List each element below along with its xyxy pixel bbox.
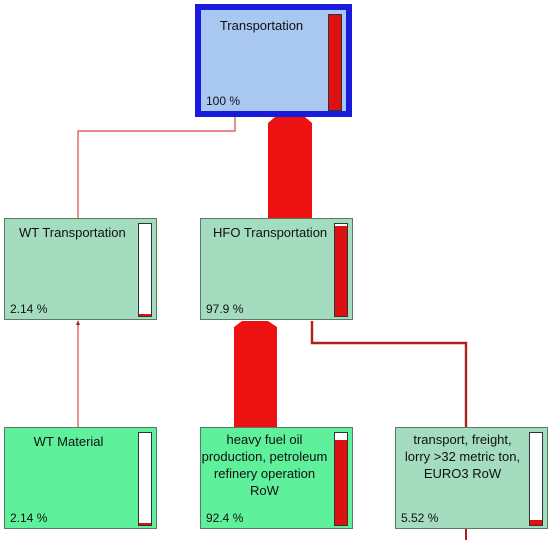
share-gauge-fill	[329, 15, 341, 110]
node-transport-freight-lorry[interactable]: transport, freight, lorry >32 metric ton…	[395, 427, 548, 529]
share-gauge-fill	[335, 225, 347, 316]
share-gauge	[334, 432, 348, 526]
node-transportation[interactable]: Transportation 100 %	[195, 4, 352, 117]
flow-freight-to-hfo[interactable]	[310, 321, 468, 428]
node-hfo-transportation[interactable]: HFO Transportation 97.9 %	[200, 218, 353, 320]
share-gauge-fill	[139, 523, 151, 525]
node-percent: 2.14 %	[10, 302, 48, 316]
node-percent: 100 %	[206, 94, 241, 108]
node-heavy-fuel-oil-production[interactable]: heavy fuel oil production, petroleum ref…	[200, 427, 353, 529]
share-gauge	[328, 14, 342, 111]
flow-hfo-to-transportation[interactable]	[268, 117, 312, 219]
arrow-head-wt	[76, 320, 80, 325]
node-label: WT Transportation	[19, 225, 126, 240]
share-gauge	[138, 432, 152, 526]
node-wt-transportation[interactable]: WT Transportation 2.14 %	[4, 218, 157, 320]
share-gauge-fill	[139, 314, 151, 316]
node-percent: 92.4 %	[206, 511, 244, 525]
node-percent: 5.52 %	[401, 511, 439, 525]
share-gauge-fill	[530, 519, 542, 525]
node-label: HFO Transportation	[213, 225, 328, 240]
node-label: transport, freight, lorry >32 metric ton…	[404, 432, 521, 481]
node-wt-material[interactable]: WT Material 2.14 %	[4, 427, 157, 529]
node-label: Transportation	[219, 18, 304, 33]
share-gauge-fill	[335, 440, 347, 525]
share-gauge	[334, 223, 348, 317]
node-label: WT Material	[33, 434, 104, 449]
share-gauge	[138, 223, 152, 317]
node-percent: 97.9 %	[206, 302, 244, 316]
share-gauge	[529, 432, 543, 526]
node-percent: 2.14 %	[10, 511, 48, 525]
flow-heavyfuel-to-hfo[interactable]	[234, 321, 277, 428]
node-label: heavy fuel oil production, petroleum ref…	[201, 432, 328, 498]
flow-wt-to-transportation[interactable]	[77, 117, 236, 218]
